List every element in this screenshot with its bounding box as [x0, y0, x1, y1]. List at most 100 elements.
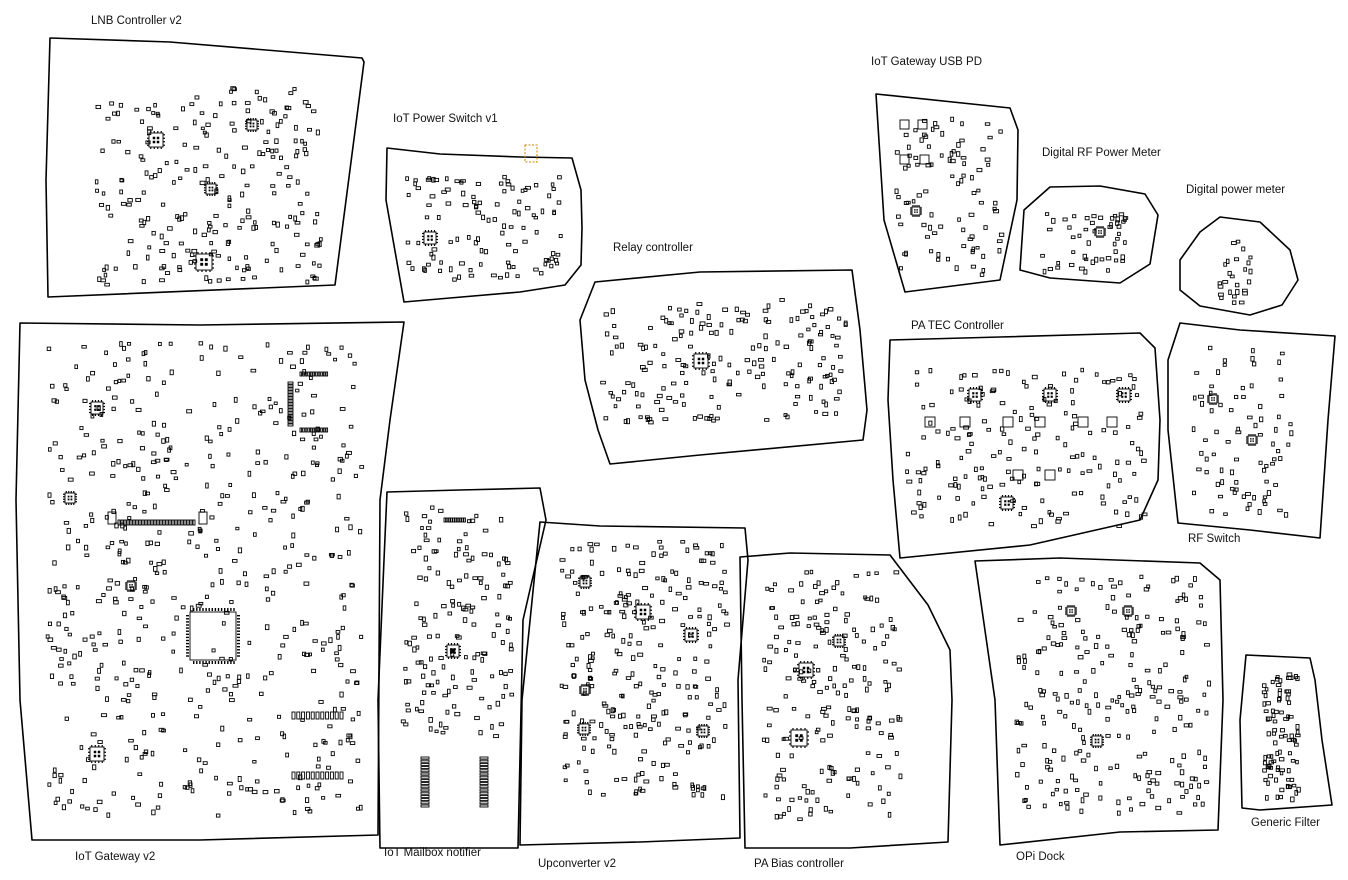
smd-pad	[283, 569, 288, 574]
board-label-relay[interactable]: Relay controller	[613, 242, 693, 254]
board-outline-gateway[interactable]	[15, 321, 405, 841]
smd-pad	[461, 605, 466, 612]
ic-pin	[708, 358, 710, 360]
board-outline-usbpd[interactable]	[875, 93, 1019, 293]
smd-pad	[456, 539, 463, 544]
smd-pad	[1149, 695, 1156, 699]
smd-pad	[655, 576, 660, 581]
board-label-mailbox[interactable]: IoT Mailbox notifier	[384, 847, 481, 859]
ic-pin	[1042, 395, 1044, 398]
smd-pad	[722, 702, 727, 709]
ic-pin	[981, 392, 983, 395]
board-outline-relay[interactable]	[579, 269, 868, 465]
board-label-upconv[interactable]: Upconverter v2	[538, 858, 616, 870]
smd-pad	[237, 225, 242, 230]
ic-pin	[459, 645, 461, 648]
smd-pad	[949, 158, 956, 164]
smd-pad	[648, 727, 653, 731]
header-pin	[420, 782, 430, 786]
ic-pin	[789, 731, 791, 733]
smd-pad	[1132, 471, 1137, 476]
ic-pin	[1211, 403, 1213, 405]
smd-pad	[862, 665, 867, 671]
board-label-usbpd[interactable]: IoT Gateway USB PD	[871, 56, 982, 68]
board-label-gateway[interactable]: IoT Gateway v2	[75, 851, 156, 863]
smd-pad	[959, 455, 964, 461]
smd-pad	[1087, 708, 1092, 715]
board-label-opi[interactable]: OPi Dock	[1016, 851, 1065, 863]
connector-pin	[192, 519, 196, 526]
ic-pin	[1098, 226, 1100, 228]
ic-pin	[1056, 392, 1058, 395]
board-outline-filter[interactable]	[1239, 654, 1333, 811]
smd-pad	[126, 699, 131, 704]
ic-footprint	[246, 119, 258, 131]
ic-pad	[1047, 392, 1050, 395]
smd-pad	[126, 357, 131, 362]
board-label-rfpm[interactable]: Digital RF Power Meter	[1042, 147, 1161, 159]
smd-pad	[1113, 249, 1118, 254]
board-label-lnb[interactable]: LNB Controller v2	[91, 15, 182, 27]
smd-pad	[1075, 453, 1080, 459]
smd-pad	[339, 407, 346, 411]
board-label-rfswitch[interactable]: RF Switch	[1188, 533, 1241, 545]
pin-pad	[312, 427, 316, 433]
ic-pad	[129, 584, 131, 586]
smd-pad	[638, 681, 643, 687]
smd-pad	[1134, 497, 1139, 503]
smd-pad	[643, 723, 647, 728]
smd-pad	[141, 351, 146, 357]
board-outline-dpm[interactable]	[1179, 216, 1299, 316]
smd-pad	[275, 221, 280, 228]
smd-pad	[150, 460, 157, 465]
board-outline-tec[interactable]	[887, 332, 1161, 559]
board-outline-opi[interactable]	[974, 557, 1224, 846]
board-outline-pabias[interactable]	[739, 552, 953, 849]
smd-pad	[1219, 295, 1224, 300]
smd-pad	[315, 211, 320, 217]
board-outline-rfswitch[interactable]	[1167, 322, 1336, 539]
pin-pad	[334, 711, 339, 720]
smd-pad	[808, 339, 814, 344]
board-outline-mailbox[interactable]	[377, 487, 547, 849]
smd-pad	[127, 239, 134, 244]
smd-pad	[1171, 577, 1176, 584]
smd-pad	[1126, 632, 1132, 638]
smd-pad	[1277, 359, 1281, 365]
board-label-pabias[interactable]: PA Bias controller	[754, 858, 844, 870]
ic-pin	[147, 141, 149, 143]
ic-pad	[691, 632, 694, 635]
smd-pad	[1215, 481, 1221, 487]
ic-pin	[694, 627, 697, 629]
ic-pin	[810, 661, 812, 663]
smd-pad	[959, 178, 964, 184]
smd-pad	[290, 364, 296, 369]
connector-pin	[189, 519, 193, 526]
smd-pad	[1074, 750, 1079, 756]
smd-pad	[1017, 658, 1021, 664]
board-outline-lnb[interactable]	[45, 37, 365, 298]
smd-pad	[1052, 692, 1058, 696]
smd-pad	[936, 252, 941, 258]
smd-pad	[204, 275, 209, 282]
board-label-filter[interactable]: Generic Filter	[1251, 817, 1321, 829]
board-outline-rfpm[interactable]	[1019, 185, 1159, 284]
ic-pin	[245, 120, 247, 122]
pin-pad	[325, 371, 329, 377]
board-outline-iot-power[interactable]	[385, 147, 583, 303]
ic-pin	[1004, 509, 1007, 511]
ic-pin	[447, 643, 450, 645]
smd-pad	[907, 153, 912, 158]
smd-pad	[143, 360, 148, 367]
smd-pad	[1271, 441, 1275, 447]
ic-pin	[245, 123, 247, 125]
board-outline-upconv[interactable]	[519, 521, 749, 846]
smd-pad	[477, 576, 484, 581]
ic-pin	[1130, 392, 1132, 395]
board-label-iot-power[interactable]: IoT Power Switch v1	[393, 113, 498, 125]
smd-pad	[1131, 639, 1138, 644]
board-label-tec[interactable]: PA TEC Controller	[911, 320, 1004, 332]
smd-pad	[816, 667, 821, 673]
board-label-dpm[interactable]: Digital power meter	[1186, 184, 1286, 196]
